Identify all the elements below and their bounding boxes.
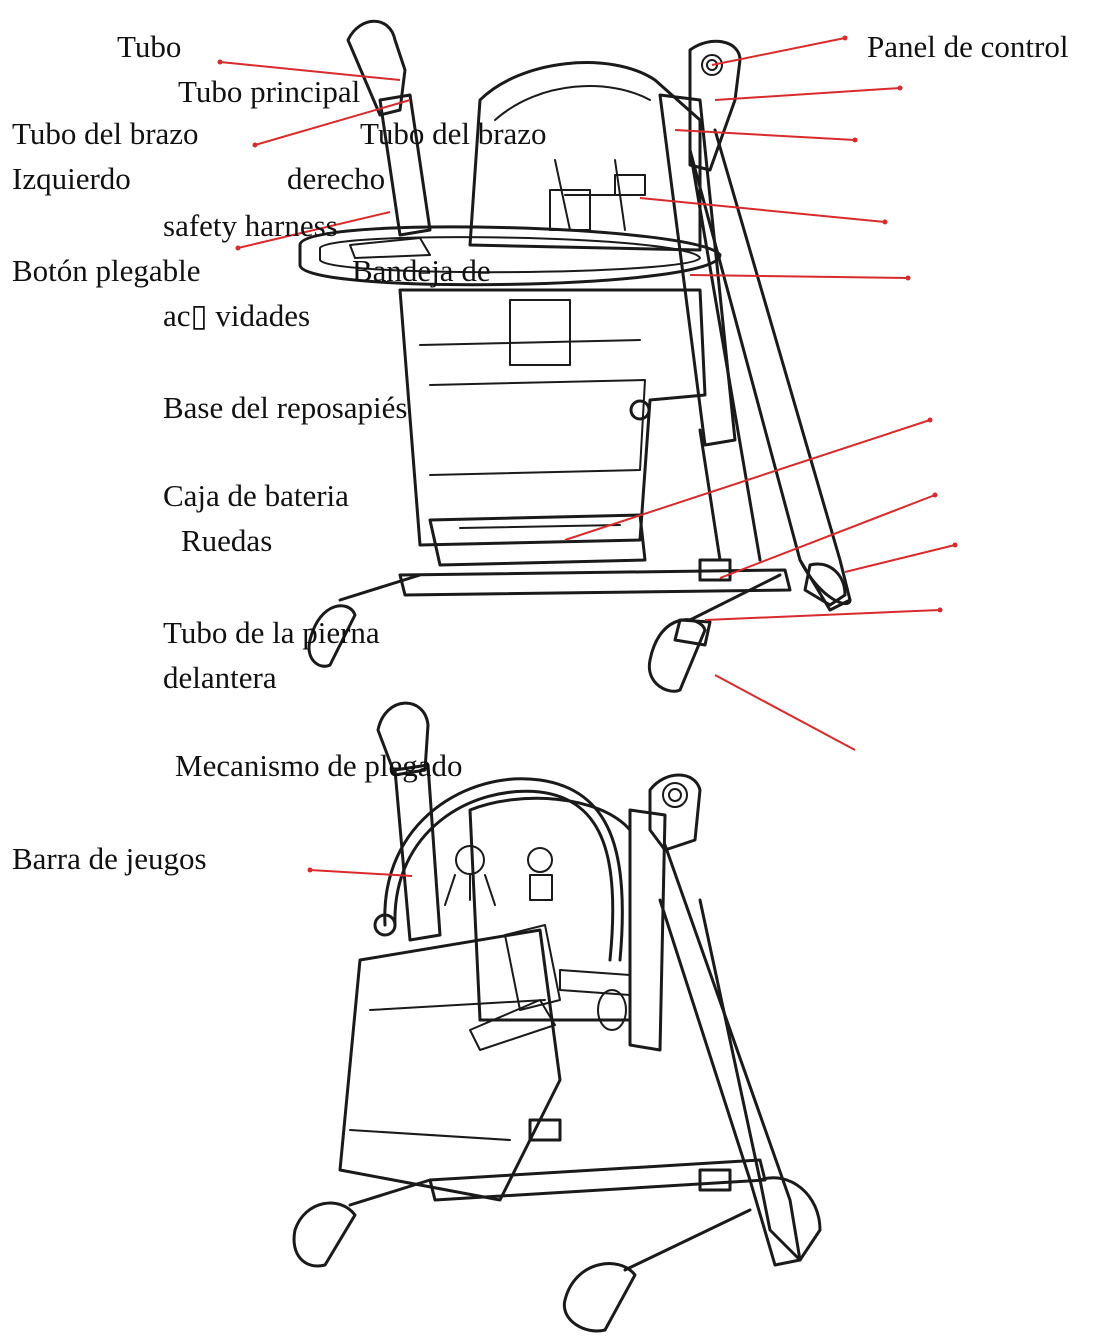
label-tubo-brazo-derecho-line1: Tubo del brazo	[360, 116, 547, 151]
label-barra-juegos: Barra de jeugos	[12, 841, 207, 876]
label-base-reposapies: Base del reposapiés	[163, 390, 408, 425]
label-tubo-pierna-line1: Tubo de la pierna	[163, 615, 380, 650]
top-chair-drawing	[298, 19, 852, 693]
label-panel-control: Panel de control	[867, 29, 1069, 64]
label-tubo-brazo-izquierdo-line1: Tubo del brazo	[12, 116, 199, 151]
bottom-chair-drawing	[292, 701, 822, 1333]
label-bandeja-line1: Bandeja de	[352, 253, 491, 288]
leader-lines	[217, 35, 958, 877]
label-bandeja-line2: ac▯ vidades	[163, 298, 311, 333]
label-tubo-brazo-derecho-line2: derecho	[287, 161, 386, 196]
label-tubo: Tubo	[117, 29, 182, 64]
label-mecanismo-plegado: Mecanismo de plegado	[175, 748, 463, 783]
label-safety-harness: safety harness	[163, 208, 338, 243]
label-tubo-brazo-izquierdo-line2: Izquierdo	[12, 161, 131, 196]
label-tubo-pierna-line2: delantera	[163, 660, 277, 695]
label-caja-bateria: Caja de bateria	[163, 478, 349, 513]
label-ruedas: Ruedas	[181, 523, 273, 558]
label-boton-plegable: Botón plegable	[12, 253, 201, 288]
label-tubo-principal: Tubo principal	[178, 74, 361, 109]
